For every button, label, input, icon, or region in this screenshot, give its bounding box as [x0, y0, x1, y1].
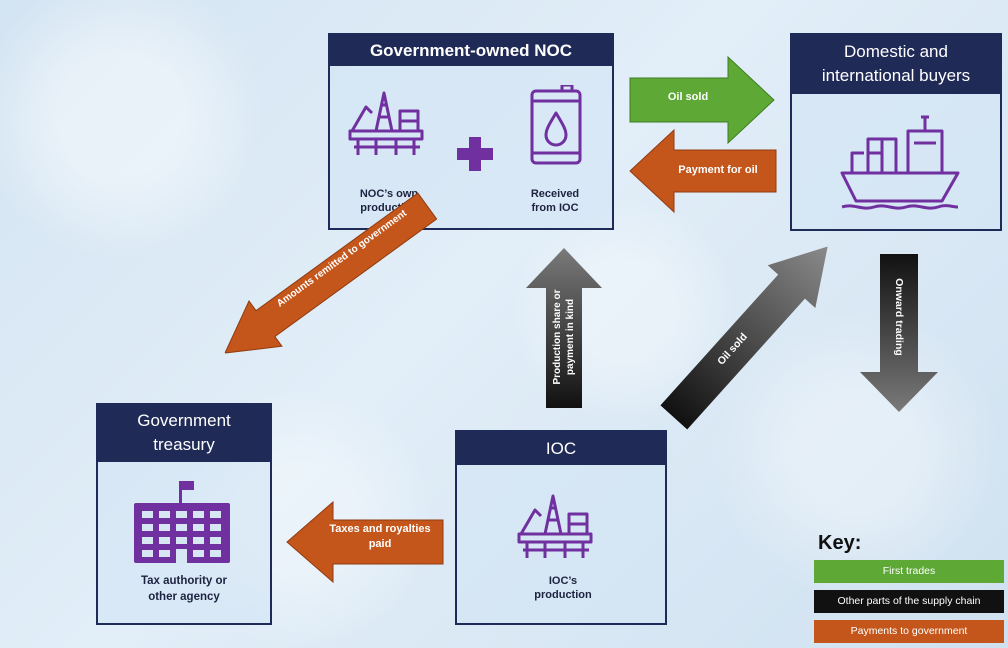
- payment-for-oil-label: Payment for oil: [678, 164, 758, 176]
- production-share-label: Production share or payment in kind: [552, 289, 576, 385]
- oil-rig-icon: [517, 494, 593, 558]
- key-title: Key:: [818, 532, 862, 554]
- key-item-first-trades: First trades: [814, 560, 1004, 583]
- noc-right-caption: Received from IOC: [530, 188, 580, 214]
- production-share-arrow: [526, 248, 602, 408]
- buyers-title-line2: international buyers: [821, 66, 971, 85]
- cargo-ship-icon: [840, 115, 960, 210]
- oil-sold-diagonal-arrow: Oil sold: [650, 225, 851, 439]
- noc-box: Government-owned NOC NOC’s own productio…: [328, 33, 614, 230]
- ioc-caption: IOC’s production: [534, 575, 592, 601]
- ioc-title: IOC: [457, 432, 665, 465]
- treasury-title-line2: treasury: [153, 435, 215, 454]
- treasury-title-line1: Government: [137, 411, 231, 430]
- plus-icon: [457, 137, 493, 171]
- taxes-royalties-label: Taxes and royalties paid: [329, 523, 431, 550]
- noc-title: Government-owned NOC: [330, 35, 612, 66]
- government-building-icon: [134, 481, 230, 563]
- oil-barrel-icon: [530, 85, 582, 165]
- oil-sold-arrow: [629, 55, 775, 145]
- amounts-remitted-arrow: Amounts remitted to government: [207, 158, 477, 377]
- buyers-title: Domestic and international buyers: [792, 35, 1000, 94]
- buyers-box: Domestic and international buyers: [790, 33, 1002, 231]
- treasury-caption: Tax authority or other agency: [140, 575, 228, 603]
- buyers-title-line1: Domestic and: [844, 42, 948, 61]
- onward-trading-label: Onward trading: [893, 278, 905, 356]
- onward-trading-arrow: [860, 254, 938, 412]
- taxes-royalties-arrow: [286, 500, 444, 584]
- treasury-title: Government treasury: [98, 405, 270, 462]
- oil-rig-icon: [348, 91, 424, 155]
- key-item-other-supply-chain: Other parts of the supply chain: [814, 590, 1004, 613]
- treasury-box: Government treasury Tax authority or oth…: [96, 403, 272, 625]
- ioc-box: IOC IOC’s production: [455, 430, 667, 625]
- payment-for-oil-arrow: [629, 128, 777, 214]
- oil-sold-label: Oil sold: [667, 91, 709, 103]
- key-item-payments-to-government: Payments to government: [814, 620, 1004, 643]
